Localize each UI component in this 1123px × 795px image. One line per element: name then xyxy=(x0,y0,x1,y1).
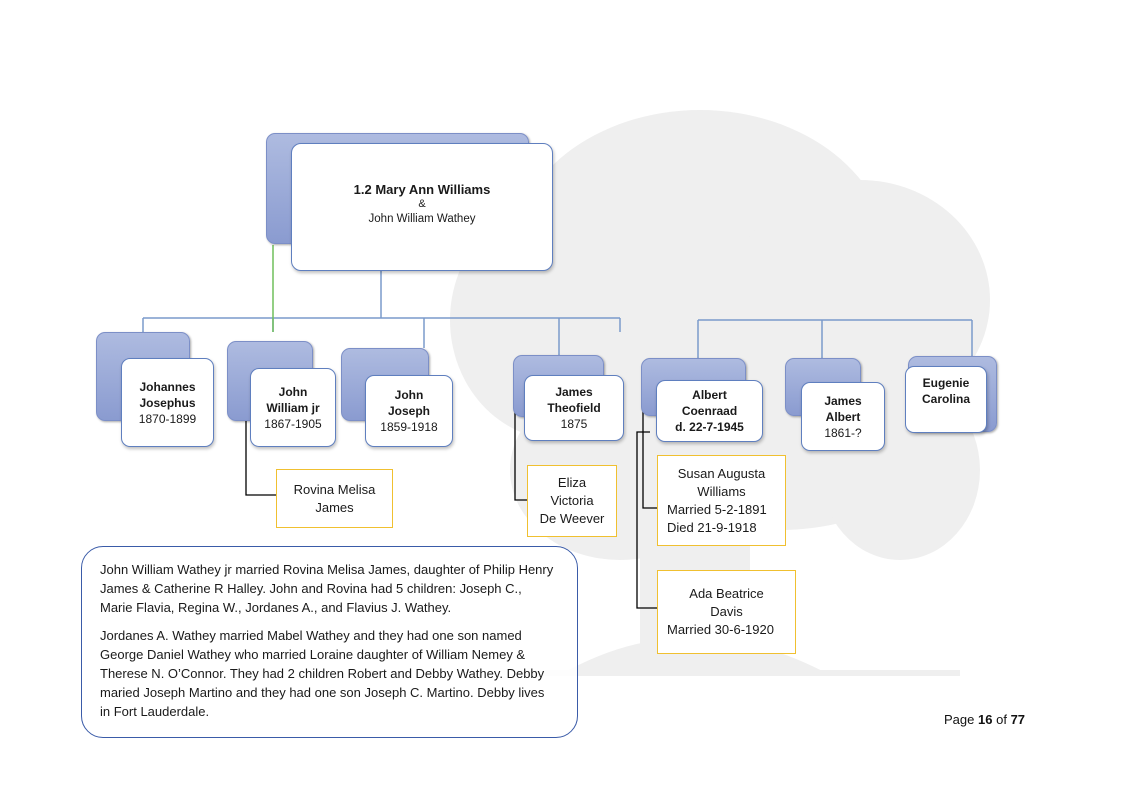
spouse-name: Rovina Melisa James xyxy=(293,481,376,515)
root-card: 1.2 Mary Ann Williams & John William Wat… xyxy=(291,143,553,271)
spouse-box-rovina: Rovina Melisa James xyxy=(276,469,393,528)
page-number: Page 16 of 77 xyxy=(944,712,1025,727)
child-card-john-william-jr: John William jr 1867-1905 xyxy=(250,368,336,447)
child-dates: 1870-1899 xyxy=(138,411,197,426)
page-current: 16 xyxy=(978,712,993,727)
child-name: James Albert xyxy=(824,393,862,424)
child-name: James Theofield xyxy=(547,385,601,415)
spouse-name: Ada Beatrice Davis xyxy=(689,586,764,619)
spouse-name: Eliza Victoria De Weever xyxy=(539,475,605,526)
spouse-dates: Married 30-6-1920 xyxy=(667,622,774,637)
child-dates: 1867-1905 xyxy=(264,416,322,431)
child-card-albert-coenraad: Albert Coenraad d. 22-7-1945 xyxy=(656,380,763,442)
notes-paragraph: Jordanes A. Wathey married Mabel Wathey … xyxy=(100,628,545,719)
page-of: of xyxy=(996,712,1007,727)
child-name: Albert Coenraad d. 22-7-1945 xyxy=(675,388,744,434)
root-title: 1.2 Mary Ann Williams xyxy=(353,182,491,197)
child-card-james-albert: James Albert 1861-? xyxy=(801,382,885,451)
child-card-eugenie-carolina: Eugenie Carolina xyxy=(905,366,987,433)
spouse-dates: Married 5-2-1891 Died 21-9-1918 xyxy=(667,501,767,535)
child-card-john-joseph: John Joseph 1859-1918 xyxy=(365,375,453,447)
child-dates: 1875 xyxy=(560,417,588,431)
page-word: Page xyxy=(944,712,975,727)
child-name: John Joseph xyxy=(387,388,430,418)
spouse-name: Susan Augusta Williams xyxy=(677,465,766,499)
spouse-box-eliza: Eliza Victoria De Weever xyxy=(527,465,617,537)
notes-paragraph: John William Wathey jr married Rovina Me… xyxy=(100,562,554,615)
child-name: John William jr xyxy=(266,384,320,415)
child-card-james-theofield: James Theofield 1875 xyxy=(524,375,624,441)
child-name: Eugenie Carolina xyxy=(921,376,970,406)
page-total: 77 xyxy=(1010,712,1026,727)
child-dates: 1859-1918 xyxy=(380,420,438,434)
spouse-box-ada: Ada Beatrice Davis Married 30-6-1920 xyxy=(657,570,796,654)
child-dates: 1861-? xyxy=(824,425,862,440)
spouse-box-susan: Susan Augusta Williams Married 5-2-1891 … xyxy=(657,455,786,546)
root-ampersand: & xyxy=(418,198,426,210)
child-name: Johannes Josephus xyxy=(139,379,196,410)
root-spouse: John William Wathey xyxy=(368,213,476,225)
child-card-johannes-josephus: Johannes Josephus 1870-1899 xyxy=(121,358,214,447)
notes-box: John William Wathey jr married Rovina Me… xyxy=(81,546,578,738)
